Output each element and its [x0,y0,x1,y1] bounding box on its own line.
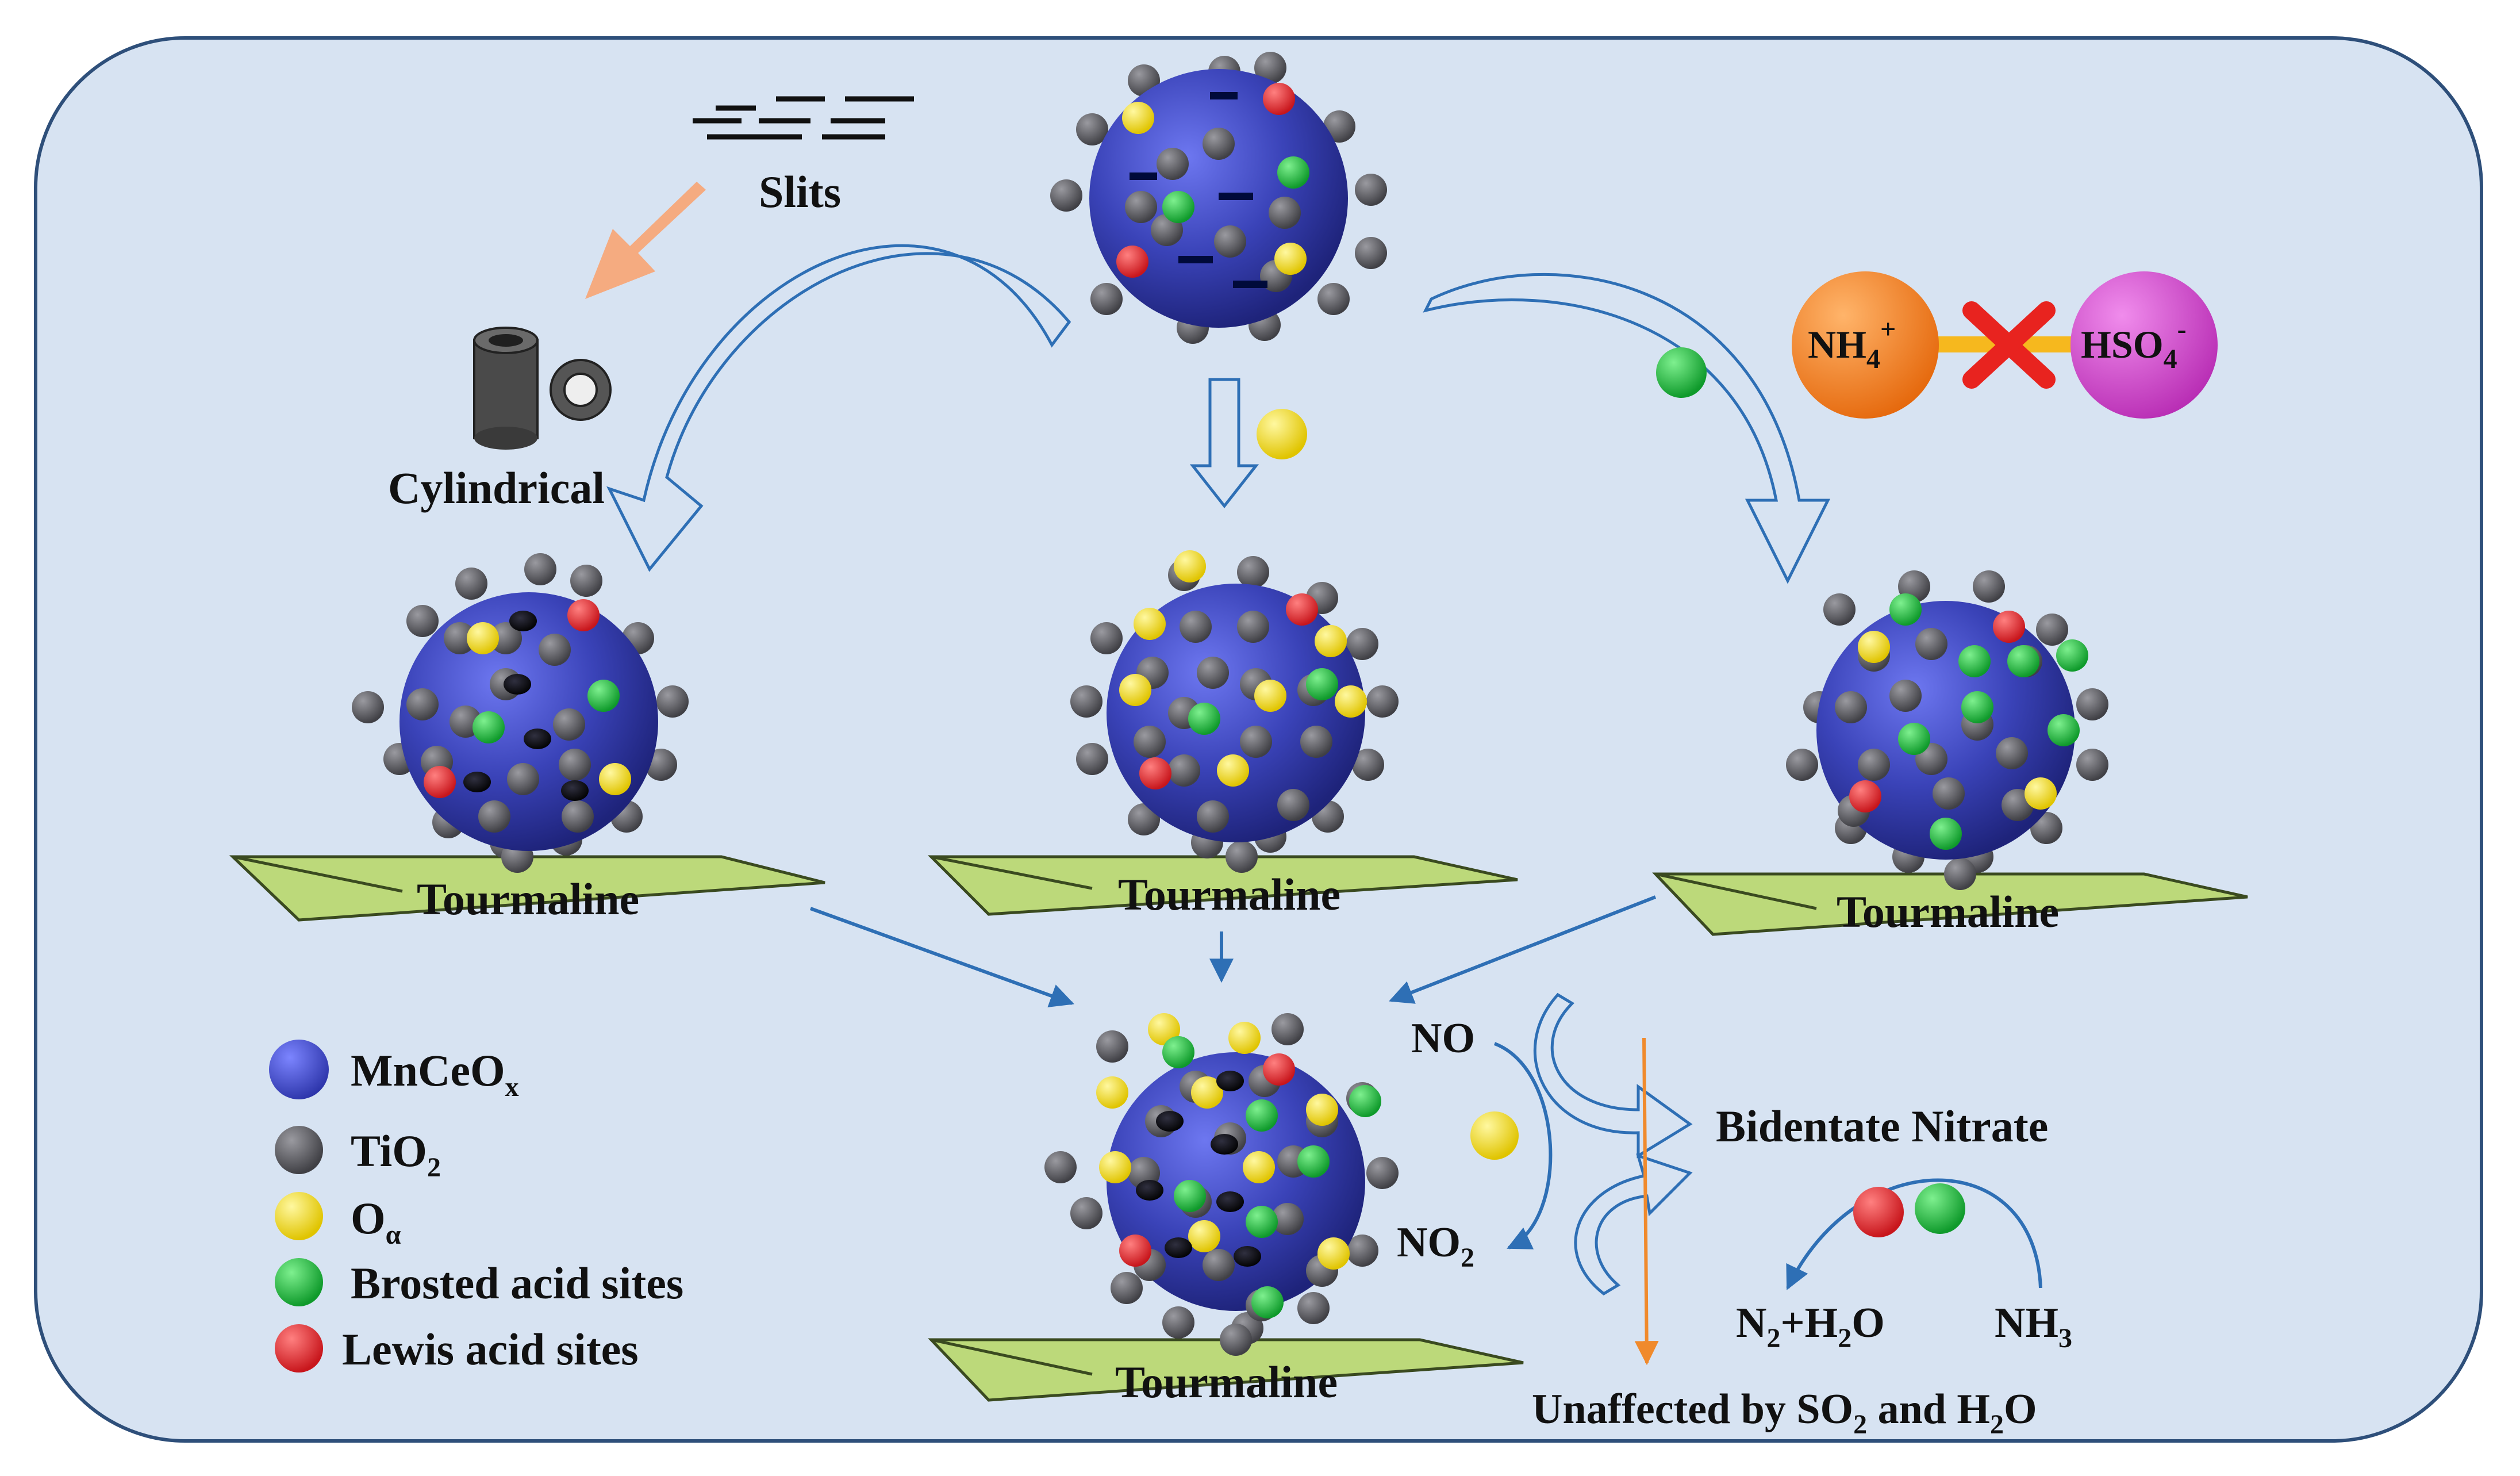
cylindrical-label: Cylindrical [388,463,605,513]
nh3-sub: 3 [2058,1323,2072,1354]
legend-tio2-swatch [275,1126,323,1174]
slits-label: Slits [759,167,841,217]
nitrate-arc-arrow [1786,1178,2042,1290]
hso4-sup: - [2177,314,2187,344]
svg-text:TiO2: TiO2 [351,1126,441,1183]
tourmaline-label-left: Tourmaline [417,874,639,924]
tourmaline-plate-left [229,855,825,922]
no2-label: NO [1397,1219,1461,1266]
o-alpha-dot-top [1257,409,1307,459]
nh4-label: NH [1808,323,1866,366]
no-to-no2-arrow [1493,1042,1553,1249]
legend-mnceox-sub: x [505,1072,519,1102]
nh3-label: NH [1995,1299,2058,1347]
tourmaline-label-middle: Tourmaline [1118,869,1340,919]
right-catalyst-on-tourmaline [1652,570,2248,936]
tourmaline-label-right: Tourmaline [1837,887,2059,937]
svg-text:MnCeOx: MnCeOx [351,1045,519,1102]
no-label: NO [1411,1015,1475,1062]
left-catalyst-on-tourmaline [229,553,825,922]
svg-text:Oα: Oα [351,1193,401,1250]
legend: MnCeOx TiO2 Oα Brosted acid sites Lewis … [269,1040,683,1374]
cylinder-icon [473,327,612,450]
legend-lewis-label: Lewis acid sites [342,1324,639,1374]
o-alpha-dot-mechanism [1470,1111,1519,1160]
unaffected-sub-h2o: 2 [1990,1409,2004,1440]
bidentate-nitrate-label: Bidentate Nitrate [1716,1101,2048,1151]
legend-mnceox-swatch [269,1040,329,1099]
bottom-catalyst-on-tourmaline [928,1013,1524,1402]
legend-lewis-swatch [275,1324,323,1373]
unaffected-post: O [2004,1386,2037,1433]
nh4-sup: + [1880,314,1896,344]
hso4-label: HSO [2081,323,2164,366]
hso4-sub: 4 [2164,344,2177,374]
svg-text:NH3: NH3 [1995,1299,2072,1354]
curved-arrow-left [606,244,1071,572]
unaffected-label: Unaffected by SO [1532,1386,1853,1433]
unaffected-mid: and H [1867,1386,1990,1433]
tourmaline-plate-right [1652,872,2248,936]
arrow-right-to-bottom [1389,895,1657,1004]
ammonium-bisulfate-blocked: NH4+ HSO4- [1792,271,2218,419]
h2o-label-h: +H [1780,1299,1838,1347]
hso4-sphere [2070,271,2218,419]
legend-o-alpha-label: O [351,1193,386,1243]
legend-bronsted-label: Brosted acid sites [351,1258,683,1308]
svg-text:NH4+: NH4+ [1808,314,1896,374]
legend-bronsted-swatch [275,1258,323,1306]
svg-text:NO2: NO2 [1397,1219,1474,1273]
h2o-label-o: O [1851,1299,1885,1347]
bronsted-dot-top [1656,347,1707,398]
legend-o-alpha-swatch [275,1192,323,1240]
cross-mark-icon [1962,301,2056,389]
hollow-arrow-upper [1533,992,1693,1159]
svg-text:Unaffected by SO2 and H2O: Unaffected by SO2 and H2O [1532,1386,2037,1440]
unaffected-sub-so2: 2 [1853,1409,1867,1440]
svg-text:HSO4-: HSO4- [2081,314,2187,374]
n2-sub: 2 [1766,1323,1780,1354]
nh4-sub: 4 [1866,344,1880,374]
bronsted-dot-mechanism [1915,1183,1965,1234]
lewis-dot-mechanism [1853,1187,1904,1237]
down-arrow-center [1189,378,1259,509]
arrow-left-to-bottom [809,907,1074,1007]
top-catalyst-sphere [1050,52,1387,344]
slit-to-cylinder-arrow [585,182,706,299]
legend-mnceox-label: MnCeO [351,1045,505,1095]
curved-arrow-right [1423,273,1831,584]
legend-tio2-label: TiO [351,1126,427,1176]
orange-arrow-vertical [1634,1037,1659,1366]
svg-text:N2+H2O: N2+H2O [1736,1299,1885,1354]
nh4-sphere [1792,271,1939,419]
tourmaline-label-bottom: Tourmaline [1115,1357,1338,1407]
no2-sub: 2 [1461,1243,1474,1273]
hollow-arrow-lower [1574,1153,1693,1296]
middle-catalyst-on-tourmaline [927,550,1518,916]
legend-tio2-sub: 2 [427,1152,441,1183]
legend-o-alpha-sub: α [386,1220,401,1250]
slits-icon [693,96,914,140]
n2-label: N [1736,1299,1766,1347]
h2o-sub: 2 [1838,1323,1851,1354]
